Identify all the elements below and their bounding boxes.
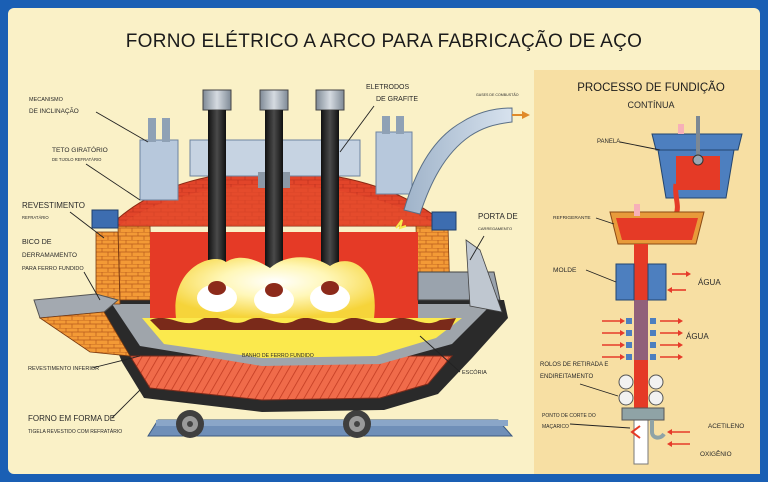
label-slag: ESCÓRIA (462, 369, 487, 376)
label-mechanism-2: DE INCLINAÇÃO (29, 106, 79, 115)
label-oxygen: OXIGÊNIO (700, 449, 732, 458)
roof-ring-left (91, 209, 119, 229)
spray-chamber (626, 318, 656, 360)
label-door-1: PORTA DE (478, 212, 518, 221)
label-roof-1: TETO GIRATÓRIO (52, 145, 108, 154)
cutting-torch (621, 407, 666, 440)
wall-left-inner (117, 225, 153, 301)
graphite-electrode-right (315, 89, 345, 280)
door-flap (465, 239, 503, 313)
label-bottom-lining: REVESTIMENTO INFERIOR (28, 366, 99, 372)
label-mechanism-1: MECANISMO (29, 97, 64, 103)
slag-layer (150, 317, 456, 330)
label-spout-3: PARA FERRO FUNDIDO (22, 266, 84, 272)
arrow-right-icon (522, 111, 530, 119)
label-mold: MOLDE (553, 267, 577, 274)
label-cut-1: PONTO DE CORTE DO (542, 413, 596, 419)
spout-lining (38, 311, 131, 357)
label-water-1: ÁGUA (698, 278, 721, 287)
label-exhaust: GASES DE COMBUSTÃO (476, 92, 519, 97)
label-lining-2: REFRATÁRIO (22, 215, 49, 220)
label-rolls-2: ENDIREITAMENTO (540, 374, 593, 380)
label-rolls-1: ROLOS DE RETIRADA E (540, 362, 608, 368)
arc-center (254, 286, 294, 314)
pouring-spout (33, 293, 120, 319)
label-spout-1: BICO DE (22, 237, 52, 246)
wall-left-brick (95, 231, 121, 305)
casting-title-1: PROCESSO DE FUNDIÇÃO (577, 81, 725, 94)
withdrawal-rolls (618, 374, 664, 406)
label-electrodes-1: ELETRODOS (366, 84, 410, 91)
rocker-wheel-left (176, 410, 204, 438)
tilt-mechanism-left (139, 139, 179, 201)
label-door-2: CARREGAMENTO (478, 226, 512, 231)
gas-arrows (667, 429, 690, 447)
arc-left (197, 284, 237, 312)
graphite-electrode-left (202, 89, 232, 280)
water-arrows-spray-left (602, 318, 625, 360)
mold (615, 263, 667, 301)
arrow-left-icon (667, 441, 672, 447)
casting-title-2: CONTÍNUA (628, 100, 675, 110)
tilt-mechanism-right (375, 131, 413, 195)
diagram-title: FORNO ELÉTRICO A ARCO PARA FABRICAÇÃO DE… (126, 30, 642, 52)
bottom-lining (129, 355, 454, 401)
label-cut-2: MAÇARICO (542, 424, 569, 430)
arc-right (310, 284, 350, 312)
water-arrows-spray-right (660, 318, 683, 360)
cradle-rail (156, 420, 508, 426)
label-ladle: PANELA (597, 139, 620, 145)
arrow-left-icon (667, 287, 672, 293)
tundish (609, 204, 705, 245)
arrow-right-icon (686, 271, 691, 277)
label-bath: BANHO DE FERRO FUNDIDO (242, 353, 314, 359)
label-electrodes-2: DE GRAFITE (376, 96, 418, 103)
label-coolant: REFRIGERANTE (553, 215, 591, 221)
label-water-2: ÁGUA (686, 332, 709, 341)
graphite-electrode-center (259, 89, 289, 282)
label-bowl-2: TIGELA REVESTIDO COM REFRATÁRIO (28, 428, 122, 435)
label-bowl-1: FORNO EM FORMA DE (28, 414, 115, 423)
water-arrows-mold (667, 271, 691, 293)
cut-slab (633, 419, 649, 465)
label-acetylene: ACETILENO (708, 423, 744, 430)
rocker-wheel-right (343, 410, 371, 438)
label-roof-2: DE TIJOLO REFRATÁRIO (52, 157, 102, 162)
label-lining-1: REVESTIMENTO (22, 201, 85, 210)
ladle (651, 116, 743, 199)
label-spout-2: DERRAMAMENTO (22, 252, 77, 259)
roof-ring-right (431, 211, 457, 231)
arrow-left-icon (667, 429, 672, 435)
